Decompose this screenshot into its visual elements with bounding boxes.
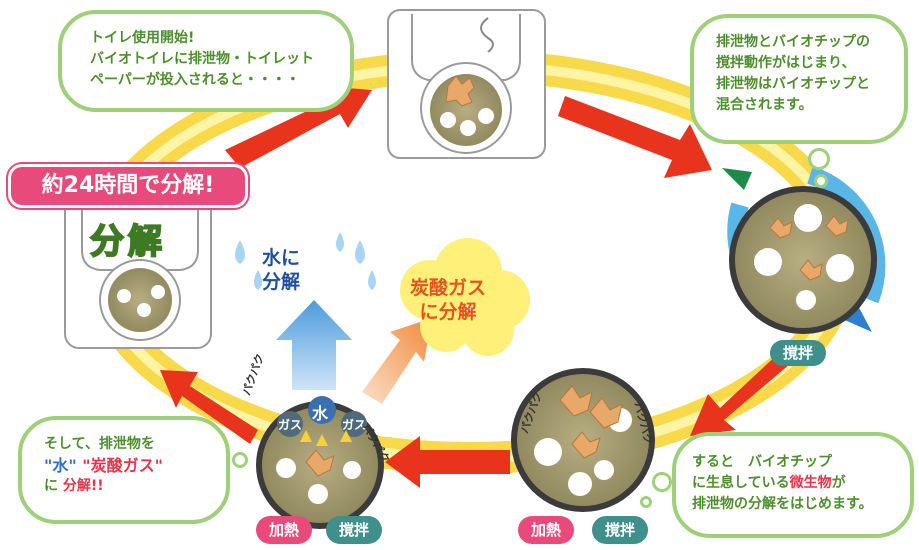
bubble-stir-line2: 撹拌動作がはじまり、 xyxy=(716,55,856,71)
tag-heat-middle: 加熱 xyxy=(518,516,574,544)
bubble-final-line3: に 分解!! xyxy=(44,478,104,494)
tag-stir-right: 撹拌 xyxy=(770,340,826,366)
bubble-stir-tail-2 xyxy=(814,174,828,188)
speech-bubble-microbes: すると バイオチップ に生息している微生物が 排泄物の分解をはじめます。 xyxy=(672,432,914,538)
bubble-micro-tail-1 xyxy=(652,472,672,492)
flow-arrow-top-right xyxy=(558,96,712,178)
bubble-start-line3: ペーパーが投入されると・・・・ xyxy=(90,72,300,88)
water-highlight: "水" xyxy=(44,456,77,475)
gas-up-arrow xyxy=(362,318,432,404)
gas-highlight: "炭酸ガス" xyxy=(82,456,163,475)
bubble-stir-line1: 排泄物とバイオチップの xyxy=(716,34,870,50)
gas-label: 炭酸ガス に分解 xyxy=(410,277,487,323)
bubble-stir-line3: 排泄物はバイオチップと xyxy=(716,76,870,92)
circle-label-gas-right: ガス xyxy=(342,418,367,432)
bubble-micro-tail-2 xyxy=(640,496,652,508)
bubble-micro-line3: 排泄物の分解をはじめます。 xyxy=(692,496,873,512)
toilet-left-illustration xyxy=(64,191,212,349)
speech-bubble-start: トイレ使用開始! バイオトイレに排泄物・トイレット ペーパーが投入されると・・・… xyxy=(58,10,354,112)
bubble-stir-tail-1 xyxy=(808,148,830,170)
stirring-circle-illustration xyxy=(722,166,886,334)
decomposition-circle-illustration xyxy=(511,368,655,512)
water-drops xyxy=(235,232,376,290)
tag-heat-left: 加熱 xyxy=(256,516,312,544)
flow-arrow-right xyxy=(690,352,790,436)
bubble-final-tail-1 xyxy=(232,452,248,468)
bubble-micro-line1: すると バイオチップ xyxy=(692,454,832,470)
bubble-stir-line4: 混合されます。 xyxy=(716,97,813,113)
gas-cloud xyxy=(400,238,530,356)
tag-stir-left: 撹拌 xyxy=(326,516,382,544)
circle-label-gas-left: ガス xyxy=(278,418,303,432)
flow-arrow-left xyxy=(160,370,258,444)
final-circle-illustration xyxy=(256,396,384,529)
flow-arrow-bottom xyxy=(385,436,510,488)
tag-stir-middle: 撹拌 xyxy=(592,516,648,544)
circle-label-water: 水 xyxy=(312,404,329,423)
bubble-final-line2: "水" "炭酸ガス" xyxy=(44,455,226,476)
decompose-highlight: 分解!! xyxy=(62,478,104,494)
speech-bubble-final: そして、排泄物を "水" "炭酸ガス" に 分解!! xyxy=(18,416,230,524)
speech-bubble-stir: 排泄物とバイオチップの 撹拌動作がはじまり、 排泄物はバイオチップと 混合されま… xyxy=(690,14,908,144)
water-up-arrow xyxy=(276,300,352,390)
toilet-top-illustration xyxy=(387,9,546,159)
time-banner: 約24時間で分解! xyxy=(8,164,248,208)
microbes-highlight: 微生物 xyxy=(789,475,832,491)
bubble-final-line1: そして、排泄物を xyxy=(44,436,155,452)
water-label: 水に 分解 xyxy=(262,247,301,293)
bubble-start-line1: トイレ使用開始! xyxy=(90,30,195,46)
bubble-micro-line2: に生息している微生物が xyxy=(692,475,846,491)
decomposition-label: 分解 xyxy=(89,221,166,263)
bubble-start-line2: バイオトイレに排泄物・トイレット xyxy=(90,51,314,67)
